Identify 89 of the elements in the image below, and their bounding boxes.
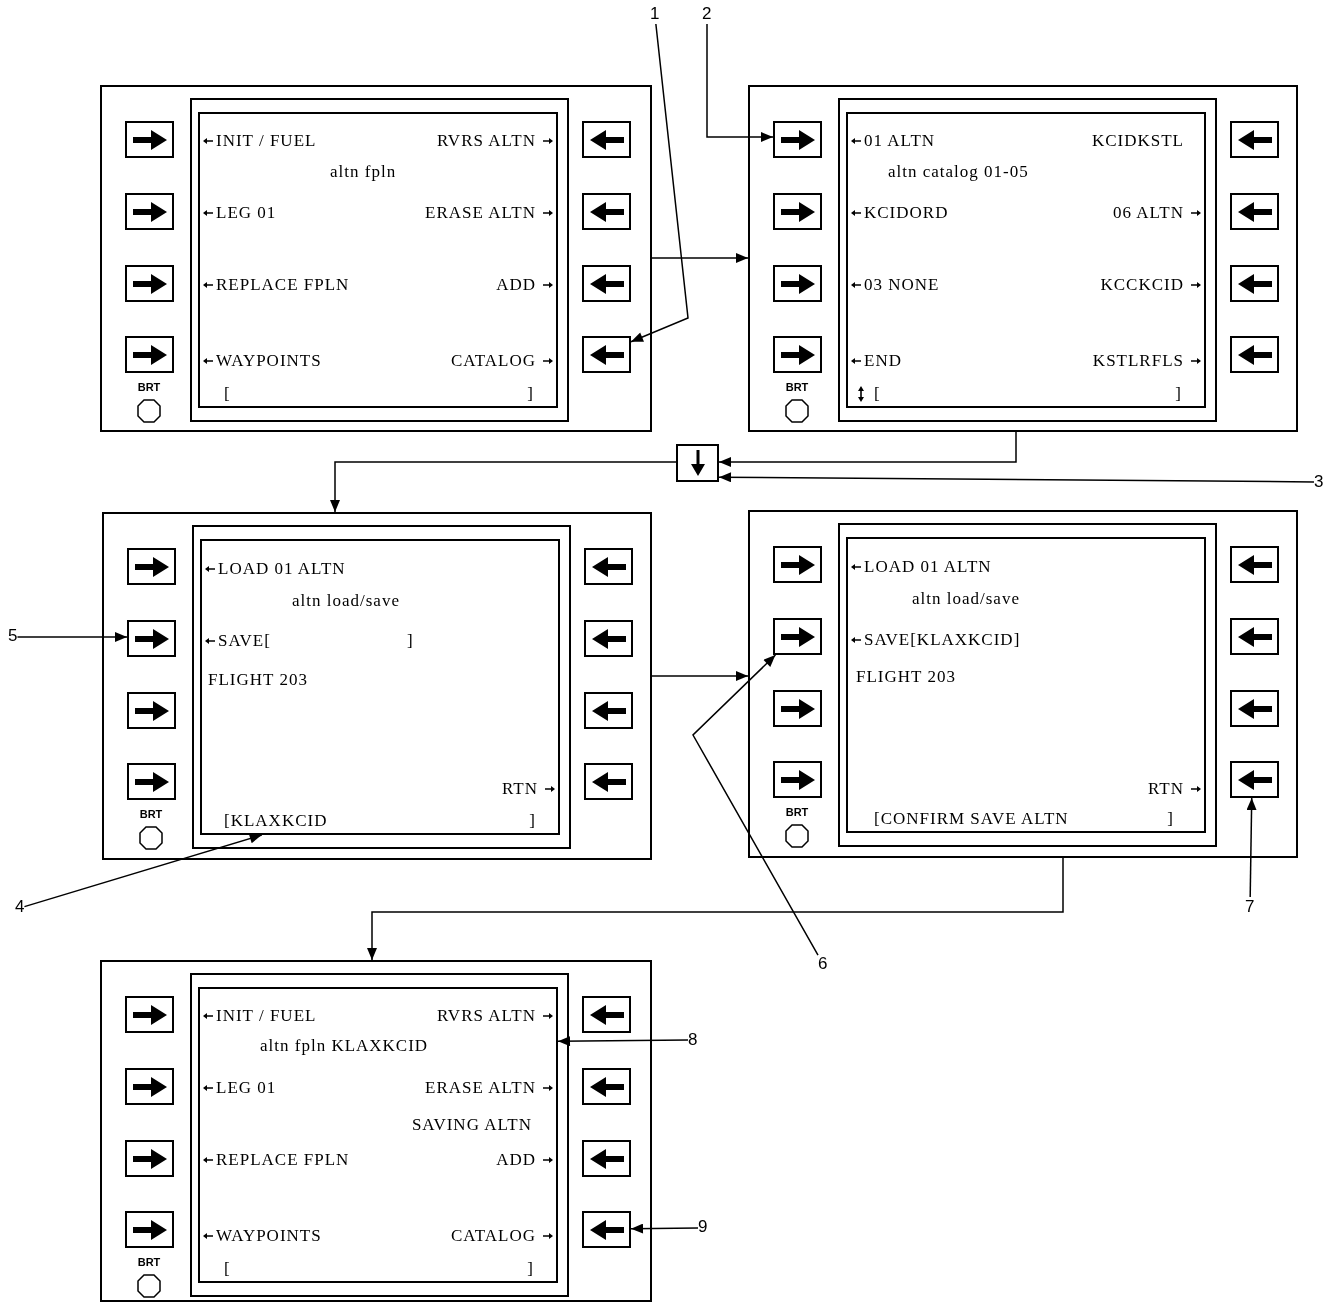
screen-text: LEG 01 (216, 203, 277, 223)
screen-text: [ (224, 1259, 231, 1279)
leader-line (557, 1036, 689, 1047)
screen-text: 03 NONE (864, 275, 940, 295)
screen-text: 06 ALTN (1112, 203, 1184, 223)
callout-number: 7 (1245, 897, 1255, 917)
line-select-key (1230, 761, 1279, 798)
screen-text: altn load/save (912, 589, 1020, 609)
leader-line (630, 1223, 699, 1234)
step-box (676, 444, 719, 482)
screen-text: KCIDKSTL (1091, 131, 1184, 151)
control-display-panel (100, 960, 652, 1302)
arrow (651, 671, 749, 681)
screen-text: WAYPOINTS (216, 1226, 322, 1246)
screen-text: REPLACE FPLN (216, 275, 350, 295)
knob-label: BRT (136, 381, 162, 393)
screen-text: ] (527, 1259, 534, 1279)
screen-text: SAVING ALTN (411, 1115, 532, 1135)
line-select-key (127, 620, 176, 657)
callout-number: 4 (15, 897, 25, 917)
screen-text: SAVE[ (218, 631, 271, 651)
arrow (651, 253, 749, 263)
line-select-key (773, 618, 822, 655)
callout-number: 3 (1314, 472, 1324, 492)
control-display-panel (748, 85, 1298, 432)
screen-text: altn load/save (292, 591, 400, 611)
leader-line (706, 23, 774, 142)
screen-text: ] (527, 384, 534, 404)
screen-text: SAVE[KLAXKCID] (864, 630, 1021, 650)
screen-text: RTN (1148, 779, 1184, 799)
arrow (330, 461, 677, 513)
screen-text: KCCKCID (1100, 275, 1184, 295)
screen-text: FLIGHT 203 (856, 667, 956, 687)
screen-text: INIT / FUEL (216, 1006, 317, 1026)
knob-label: BRT (784, 381, 810, 393)
screen-text: [CONFIRM SAVE ALTN (874, 809, 1069, 829)
screen-text: REPLACE FPLN (216, 1150, 350, 1170)
screen-text: ADD (496, 1150, 536, 1170)
line-select-key (582, 336, 631, 373)
screen-text: ] (529, 811, 536, 831)
screen-text: CATALOG (451, 1226, 536, 1246)
screen-text: [KLAXKCID (224, 811, 328, 831)
arrow (718, 431, 1017, 467)
screen-text: KCIDORD (864, 203, 949, 223)
screen-text: LEG 01 (216, 1078, 277, 1098)
screen-text: altn fpln (330, 162, 397, 182)
leader-line (23, 833, 263, 908)
callout-number: 1 (650, 4, 660, 24)
screen-text: ] (407, 631, 414, 651)
screen-text: FLIGHT 203 (208, 670, 308, 690)
screen-text: ERASE ALTN (425, 203, 536, 223)
screen-text: altn fpln KLAXKCID (260, 1036, 429, 1056)
knob-label: BRT (784, 806, 810, 818)
screen-text: LOAD 01 ALTN (864, 557, 992, 577)
control-display-panel (102, 512, 652, 860)
screen-text: ] (1167, 809, 1174, 829)
leader-line (1246, 797, 1257, 898)
screen-text: RVRS ALTN (436, 131, 536, 151)
callout-number: 8 (688, 1030, 698, 1050)
screen-text: KSTLRFLS (1092, 351, 1184, 371)
arrow (367, 857, 1064, 961)
line-select-key (582, 1211, 631, 1248)
knob-label: BRT (138, 808, 164, 820)
screen-text: RVRS ALTN (436, 1006, 536, 1026)
leader-line (692, 654, 819, 956)
knob-label: BRT (136, 1256, 162, 1268)
screen-text: INIT / FUEL (216, 131, 317, 151)
leader-line (718, 472, 1315, 483)
line-select-key (773, 121, 822, 158)
control-display-panel (748, 510, 1298, 858)
screen-text: WAYPOINTS (216, 351, 322, 371)
screen-text: 01 ALTN (864, 131, 936, 151)
screen-text: altn catalog 01-05 (888, 162, 1029, 182)
screen-text: LOAD 01 ALTN (218, 559, 346, 579)
callout-number: 5 (8, 626, 18, 646)
screen-text: END (864, 351, 902, 371)
screen-text: [ (224, 384, 231, 404)
screen-text: ERASE ALTN (425, 1078, 536, 1098)
callout-number: 6 (818, 954, 828, 974)
leader-line (630, 23, 689, 343)
screen-text: CATALOG (451, 351, 536, 371)
control-display-panel (100, 85, 652, 432)
screen-text: RTN (502, 779, 538, 799)
screen-text: ADD (496, 275, 536, 295)
callout-number: 9 (698, 1217, 708, 1237)
screen-text: ] (1175, 384, 1182, 404)
screen-text: [ (874, 384, 881, 404)
leader-line (16, 632, 128, 642)
callout-number: 2 (702, 4, 712, 24)
